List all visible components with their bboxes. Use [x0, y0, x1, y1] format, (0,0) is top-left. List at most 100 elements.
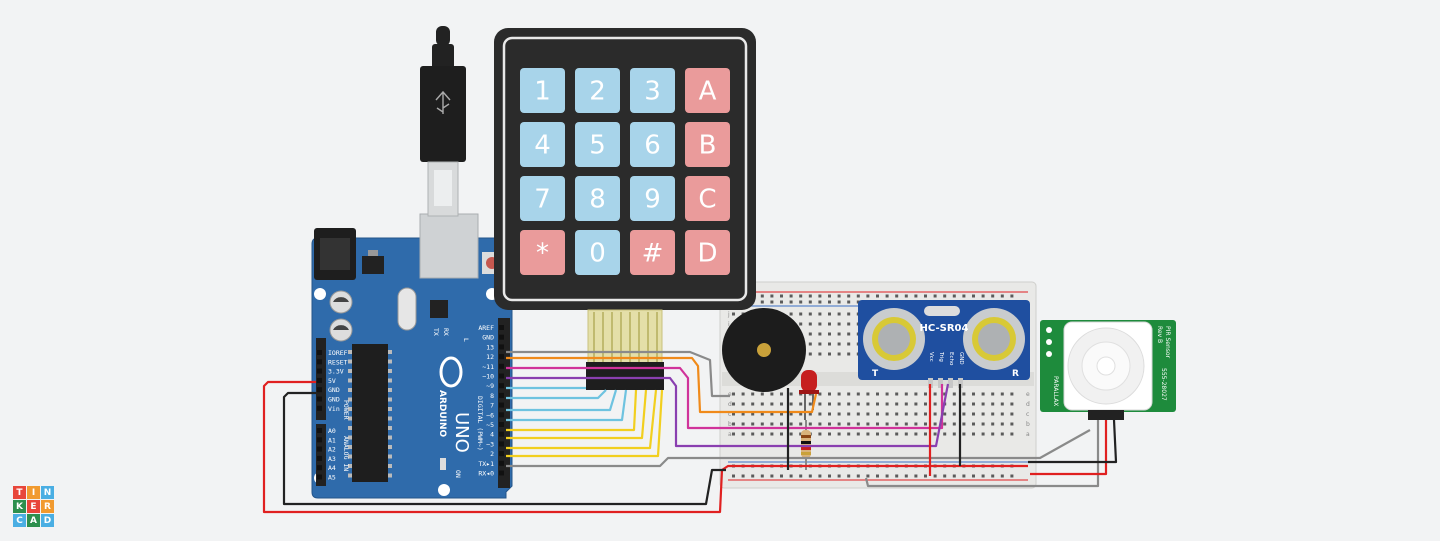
keypad-key-1[interactable]: 1	[520, 68, 565, 113]
rx-label: RX	[442, 328, 450, 336]
key-label: C	[698, 185, 716, 215]
keypad-key-8[interactable]: 8	[575, 176, 620, 221]
logo-letter: E	[30, 502, 36, 512]
row-letter: e	[1026, 391, 1030, 398]
pin-label: AREF	[478, 324, 494, 332]
keypad-key-A[interactable]: A	[685, 68, 730, 113]
key-label: 5	[589, 131, 606, 161]
us-pin-label: Echo	[948, 352, 954, 366]
logo-letter: R	[44, 502, 51, 512]
pin-label: 2	[490, 450, 494, 458]
us-pin-label: Vcc	[928, 352, 934, 362]
on-label: ON	[454, 470, 462, 478]
logo-letter: D	[44, 516, 51, 526]
brand-label: ARDUINO	[437, 390, 447, 438]
pir-part: 555-28027	[1160, 368, 1167, 401]
row-letter: b	[1026, 421, 1030, 428]
pin-label: GND	[328, 396, 340, 404]
keypad-key-4[interactable]: 4	[520, 122, 565, 167]
usb-cable	[420, 26, 466, 217]
keypad-key-D[interactable]: D	[685, 230, 730, 275]
power-header-label: POWER	[342, 400, 350, 420]
keypad-key-5[interactable]: 5	[575, 122, 620, 167]
key-label: 9	[644, 185, 661, 215]
keypad-key-3[interactable]: 3	[630, 68, 675, 113]
pir-sensor[interactable]: PIR Sensor Rev B 555-28027 PARALLAX	[1040, 320, 1176, 420]
piezo-buzzer[interactable]	[722, 308, 806, 392]
pin-label: 7	[490, 402, 494, 410]
pin-label: 13	[486, 343, 494, 351]
key-label: 6	[644, 131, 661, 161]
row-letter: d	[728, 401, 732, 408]
wire-k1	[506, 389, 664, 458]
pin-label: RESET	[328, 358, 348, 366]
wire-gnd	[282, 391, 726, 506]
keypad-key-#[interactable]: #	[630, 230, 675, 275]
pin-label: A1	[328, 436, 336, 444]
pin-label: A3	[328, 455, 336, 463]
keypad-key-0[interactable]: 0	[575, 230, 620, 275]
logo-letter: C	[16, 516, 23, 526]
wires	[262, 350, 1118, 514]
model-label: UNO	[451, 412, 472, 453]
keypad-key-*[interactable]: *	[520, 230, 565, 275]
digital-header-label: DIGITAL (PWM~)	[476, 396, 484, 451]
key-label: 2	[589, 77, 606, 107]
pin-label: GND	[482, 334, 494, 342]
pin-label: 5V	[328, 377, 336, 385]
pin-label: A0	[328, 427, 336, 435]
row-letter: d	[1026, 401, 1030, 408]
keypad-key-B[interactable]: B	[685, 122, 730, 167]
pin-label: IOREF	[328, 349, 348, 357]
keypad-key-7[interactable]: 7	[520, 176, 565, 221]
pir-label: PIR Sensor	[1164, 326, 1171, 359]
us-pin-label: GND	[958, 352, 964, 365]
wire-pir-vcc	[1030, 420, 1108, 476]
pin-label: A2	[328, 446, 336, 454]
key-label: #	[642, 239, 664, 269]
crystal	[397, 287, 417, 331]
pin-label: 4	[490, 431, 494, 439]
pin-label: ~9	[486, 382, 494, 390]
key-label: 3	[644, 77, 661, 107]
key-label: B	[699, 131, 717, 161]
pin-label: TX▸1	[478, 460, 494, 468]
keypad-connector	[586, 362, 664, 390]
pin-label: GND	[328, 386, 340, 394]
pin-label: A5	[328, 474, 336, 482]
tx-label: TX	[432, 328, 440, 336]
resistor[interactable]	[801, 420, 811, 470]
wire-pir-out	[1028, 419, 1118, 464]
analog-header	[316, 424, 326, 486]
row-letter: j	[727, 311, 730, 318]
keypad-key-9[interactable]: 9	[630, 176, 675, 221]
wire-k7	[506, 389, 607, 400]
pir-brand: PARALLAX	[1052, 376, 1059, 406]
key-label: 0	[589, 239, 606, 269]
wire-k4	[506, 389, 638, 432]
key-label: 8	[589, 185, 606, 215]
pin-label: A4	[328, 464, 336, 472]
key-label: A	[699, 77, 717, 107]
pin-label: RX◂0	[478, 470, 494, 478]
keypad-key-6[interactable]: 6	[630, 122, 675, 167]
us-pin-label: Trig	[938, 351, 944, 362]
row-letter: c	[728, 411, 731, 418]
logo-letter: I	[32, 488, 35, 498]
analog-header-label: ANALOG IN	[342, 436, 350, 471]
key-label: 7	[534, 185, 551, 215]
keypad-key-C[interactable]: C	[685, 176, 730, 221]
wire-5v	[262, 380, 1028, 514]
pin-label: ~3	[486, 440, 494, 448]
wire-10	[506, 376, 950, 448]
receive-mark: R	[1012, 369, 1019, 379]
wire-tx1	[506, 429, 1091, 468]
row-letter: c	[1026, 411, 1029, 418]
usb-port	[419, 213, 479, 279]
pin-label: 3.3V	[328, 368, 344, 376]
keypad-key-2[interactable]: 2	[575, 68, 620, 113]
